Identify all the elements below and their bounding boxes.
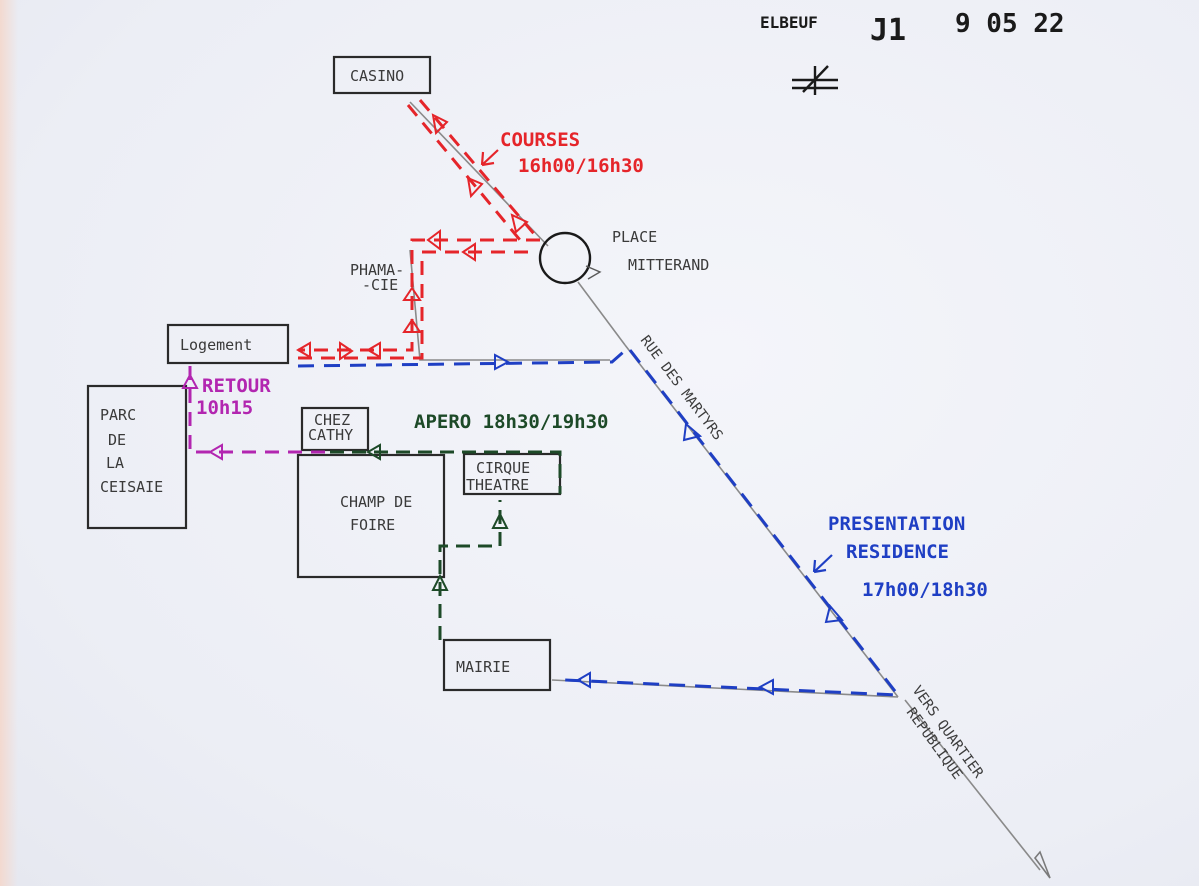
mairie-label: MAIRIE	[456, 658, 510, 676]
presentation-title-1: PRESENTATION	[828, 513, 965, 535]
route-presentation	[297, 346, 902, 697]
retour-time: 10h15	[196, 397, 253, 419]
place-tick	[585, 265, 602, 280]
place-label-1: PLACE	[612, 228, 657, 246]
apero-arrow-icons	[366, 443, 509, 591]
pharmacie-label-1: PHAMA-	[350, 261, 404, 279]
presentation-title-2: RESIDENCE	[846, 541, 949, 563]
place-circle	[538, 231, 592, 285]
retour-arrow-icons	[181, 372, 223, 461]
chez-cathy-box	[300, 406, 370, 452]
courses-arrow-icons	[296, 113, 529, 361]
logement-box	[166, 323, 290, 365]
parc-label-4: CEISAIE	[100, 478, 163, 496]
champ-foire-label-1: CHAMP DE	[340, 493, 412, 511]
champ-foire-label-2: FOIRE	[350, 516, 395, 534]
parc-label-1: PARC	[100, 406, 136, 424]
north-arrow-icon	[792, 65, 838, 95]
end-arrow-icon	[1033, 850, 1051, 879]
header-day: J1	[870, 13, 906, 48]
chez-cathy-label-2: CATHY	[308, 426, 353, 444]
rue-label: RUE DES MARTYRS	[637, 333, 726, 444]
casino-label: CASINO	[350, 67, 404, 85]
casino-box	[332, 55, 432, 95]
cirque-label-1: CIRQUE	[476, 459, 530, 477]
route-retour	[188, 366, 330, 454]
logement-label: Logement	[180, 336, 252, 354]
place-label-2: MITTERAND	[628, 256, 709, 274]
retour-title: RETOUR	[202, 375, 271, 397]
pharmacie-label-2: -CIE	[362, 276, 398, 294]
presentation-time: 17h00/18h30	[862, 579, 988, 601]
presentation-pointer	[812, 554, 833, 574]
courses-time: 16h00/16h30	[518, 155, 644, 177]
courses-title: COURSES	[500, 129, 580, 151]
parc-box	[86, 384, 188, 530]
chez-cathy-label-1: CHEZ	[314, 411, 350, 429]
header-date: 9 05 22	[955, 9, 1065, 39]
presentation-arrow-icons	[494, 353, 844, 696]
parc-label-3: LA	[106, 454, 124, 472]
champ-foire-box	[296, 453, 446, 579]
cirque-label-2: THEATRE	[466, 476, 529, 494]
parc-label-2: DE	[108, 431, 126, 449]
apero-title: APERO 18h30/19h30	[414, 411, 608, 433]
route-apero	[330, 450, 562, 640]
paper-edge	[0, 0, 18, 886]
header-town: ELBEUF	[760, 13, 818, 32]
mairie-box	[442, 638, 552, 692]
courses-pointer	[480, 149, 499, 167]
